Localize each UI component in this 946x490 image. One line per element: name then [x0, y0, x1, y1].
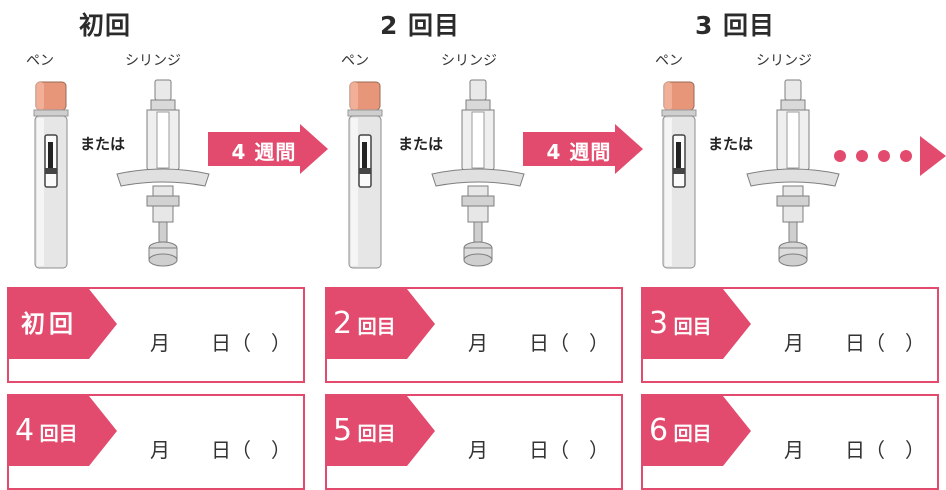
- record-tag-shape: [327, 396, 435, 466]
- record-box-2: 2 回目 月 日（ ）: [325, 287, 623, 383]
- record-tag-shape: [643, 396, 751, 466]
- syringe-device-icon: [116, 79, 210, 267]
- record-day-field[interactable]: 日（ ）: [211, 331, 291, 355]
- record-day-field[interactable]: 日（ ）: [211, 438, 291, 462]
- record-tag-label: 3 回目: [649, 306, 712, 341]
- record-tag-shape: [9, 289, 117, 359]
- pen-label: ペン: [341, 53, 369, 69]
- record-tag-label: 5 回目: [333, 413, 396, 448]
- record-day-field[interactable]: 日（ ）: [529, 438, 609, 462]
- record-tag-label: 6 回目: [649, 413, 712, 448]
- record-tag-shape: [327, 289, 435, 359]
- pen-label: ペン: [655, 53, 683, 69]
- record-tag-label: 初回: [21, 310, 77, 338]
- pen-device-icon: [347, 81, 383, 269]
- record-box-3: 3 回目 月 日（ ）: [641, 287, 939, 383]
- record-month-field[interactable]: 月: [784, 331, 804, 355]
- record-box-4: 4 回目 月 日（ ）: [7, 394, 305, 490]
- record-tag-shape: [9, 396, 117, 466]
- arrow-right-icon: [523, 124, 643, 174]
- or-label: または: [398, 135, 444, 153]
- record-tag-label: 2 回目: [333, 306, 396, 341]
- interval-arrow-2: 4 週間: [523, 124, 643, 174]
- syringe-label: シリンジ: [441, 53, 497, 69]
- record-tag-shape: [643, 289, 751, 359]
- pen-device-icon: [661, 81, 697, 269]
- step-1-title: 初回: [78, 11, 131, 40]
- record-day-field[interactable]: 日（ ）: [845, 438, 925, 462]
- syringe-device-icon: [746, 79, 840, 267]
- pen-device-icon: [33, 81, 69, 269]
- syringe-label: シリンジ: [756, 53, 812, 69]
- record-box-6: 6 回目 月 日（ ）: [641, 394, 939, 490]
- interval-arrow-1: 4 週間: [208, 124, 328, 174]
- record-month-field[interactable]: 月: [150, 331, 170, 355]
- arrow-right-icon: [208, 124, 328, 174]
- syringe-device-icon: [431, 79, 525, 267]
- record-box-1: 初回 月 日（ ）: [7, 287, 305, 383]
- or-label: または: [708, 135, 754, 153]
- step-2-title: 2 回目: [379, 11, 461, 40]
- record-tag-label: 4 回目: [15, 413, 78, 448]
- continuation-dots-arrow-icon: [834, 136, 946, 176]
- record-month-field[interactable]: 月: [468, 331, 488, 355]
- record-month-field[interactable]: 月: [150, 438, 170, 462]
- step-3-title: 3 回目: [694, 11, 776, 40]
- record-month-field[interactable]: 月: [468, 438, 488, 462]
- record-day-field[interactable]: 日（ ）: [845, 331, 925, 355]
- or-label: または: [80, 135, 126, 153]
- syringe-label: シリンジ: [125, 53, 181, 69]
- record-month-field[interactable]: 月: [784, 438, 804, 462]
- interval-label: 4 週間: [231, 140, 297, 164]
- interval-label: 4 週間: [546, 140, 612, 164]
- record-day-field[interactable]: 日（ ）: [529, 331, 609, 355]
- record-box-5: 5 回目 月 日（ ）: [325, 394, 623, 490]
- pen-label: ペン: [26, 53, 54, 69]
